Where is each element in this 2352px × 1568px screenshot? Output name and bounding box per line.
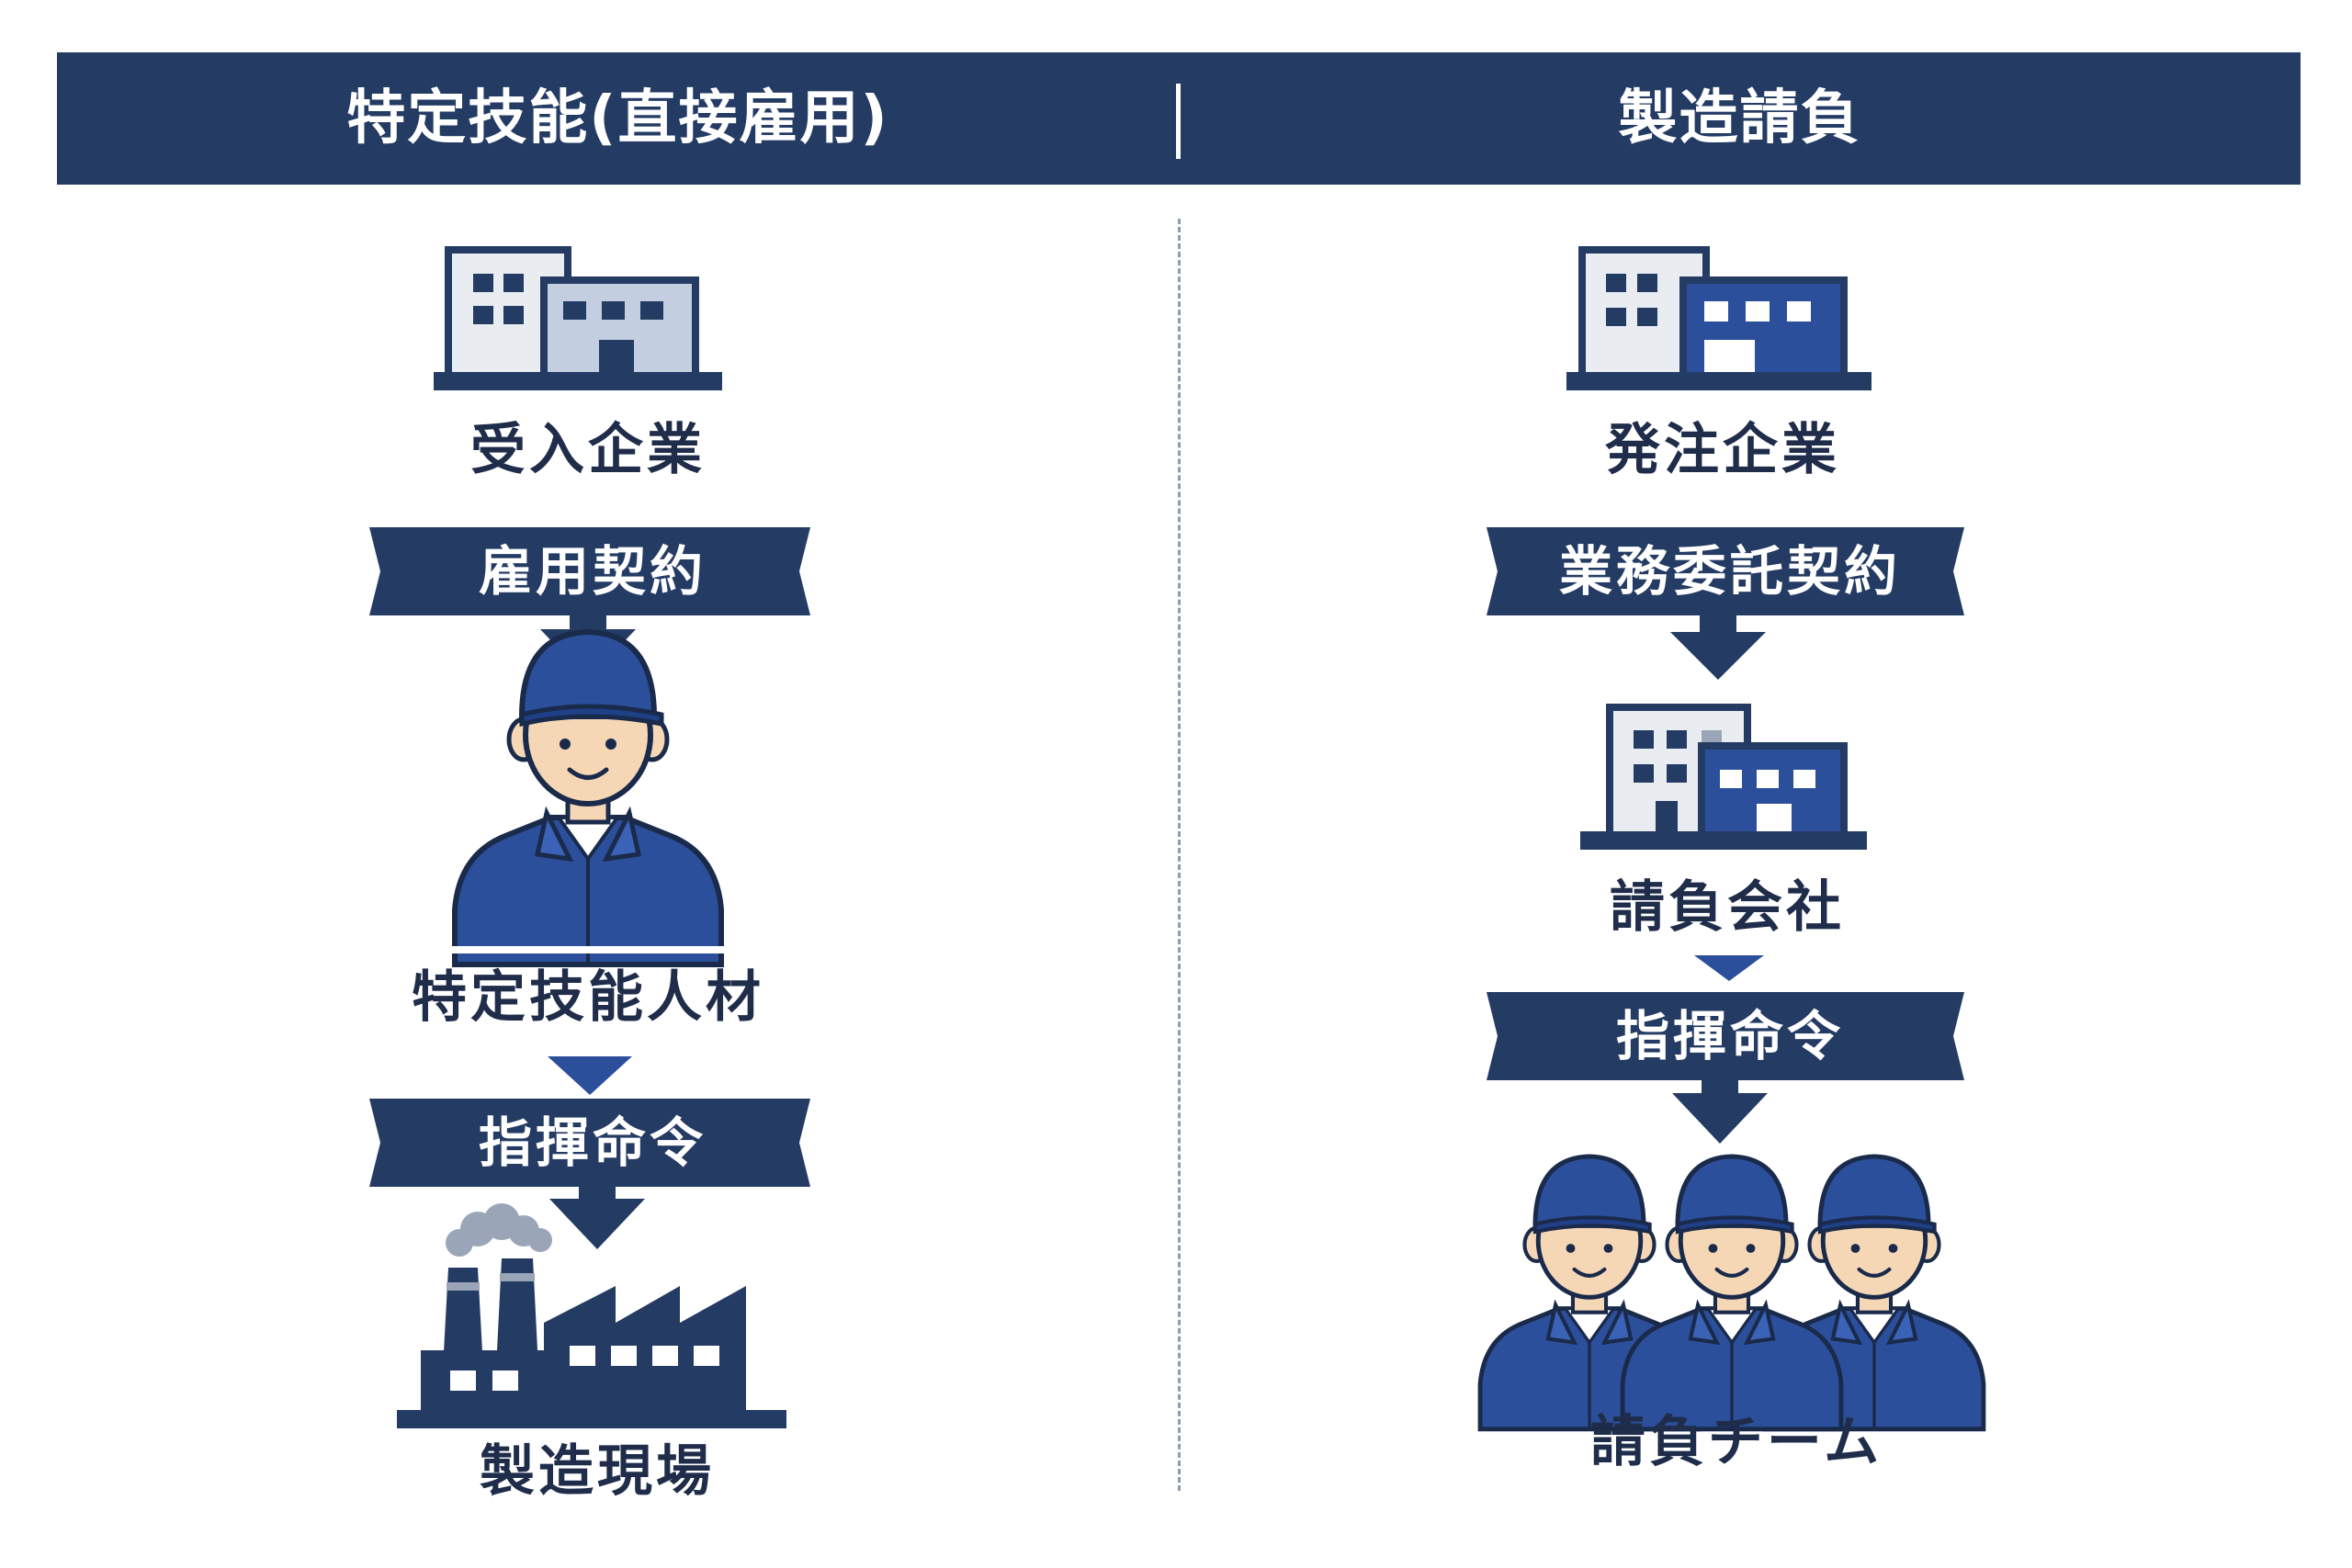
contractor-company-label: 請負会社 [1610,875,1845,940]
manufacturing-site-label: 製造現場 [480,1439,715,1504]
command-banner [369,1099,810,1187]
worker-icon [455,632,721,964]
arrow-down-icon [548,1056,632,1095]
header-bar: 特定技能(直接雇用) 製造請負 [57,52,2301,185]
arrow-down-icon [1694,955,1764,981]
right-column-title: 製造請負 [1618,85,1861,152]
arrow-down-icon [1672,1093,1768,1144]
arrow-down-icon [549,1199,645,1249]
left-column-title: 特定技能(直接雇用) [346,85,889,152]
building-icon [434,246,722,390]
receiving-company-label: 受入企業 [470,418,706,482]
skilled-worker-label: 特定技能人材 [412,965,764,1030]
contractor-team-label: 請負チーム [1589,1410,1883,1474]
header-separator [1176,84,1181,159]
outsourcing-contract-label: 業務委託契約 [1558,540,1901,603]
team-icon [1480,1156,1984,1429]
command-label: 指揮命令 [478,1111,707,1174]
command-banner [1487,992,1964,1080]
contract-banner [1487,527,1964,615]
command-label-right: 指揮命令 [1615,1005,1844,1067]
building-icon [1580,704,1867,850]
building-icon [1566,246,1871,390]
column-divider [1178,219,1181,1491]
arrow-down-icon [1670,632,1766,680]
factory-icon [397,1203,786,1428]
contract-banner [369,527,810,615]
ordering-company-label: 発注企業 [1605,418,1840,482]
employment-contract-label: 雇用契約 [478,540,707,603]
